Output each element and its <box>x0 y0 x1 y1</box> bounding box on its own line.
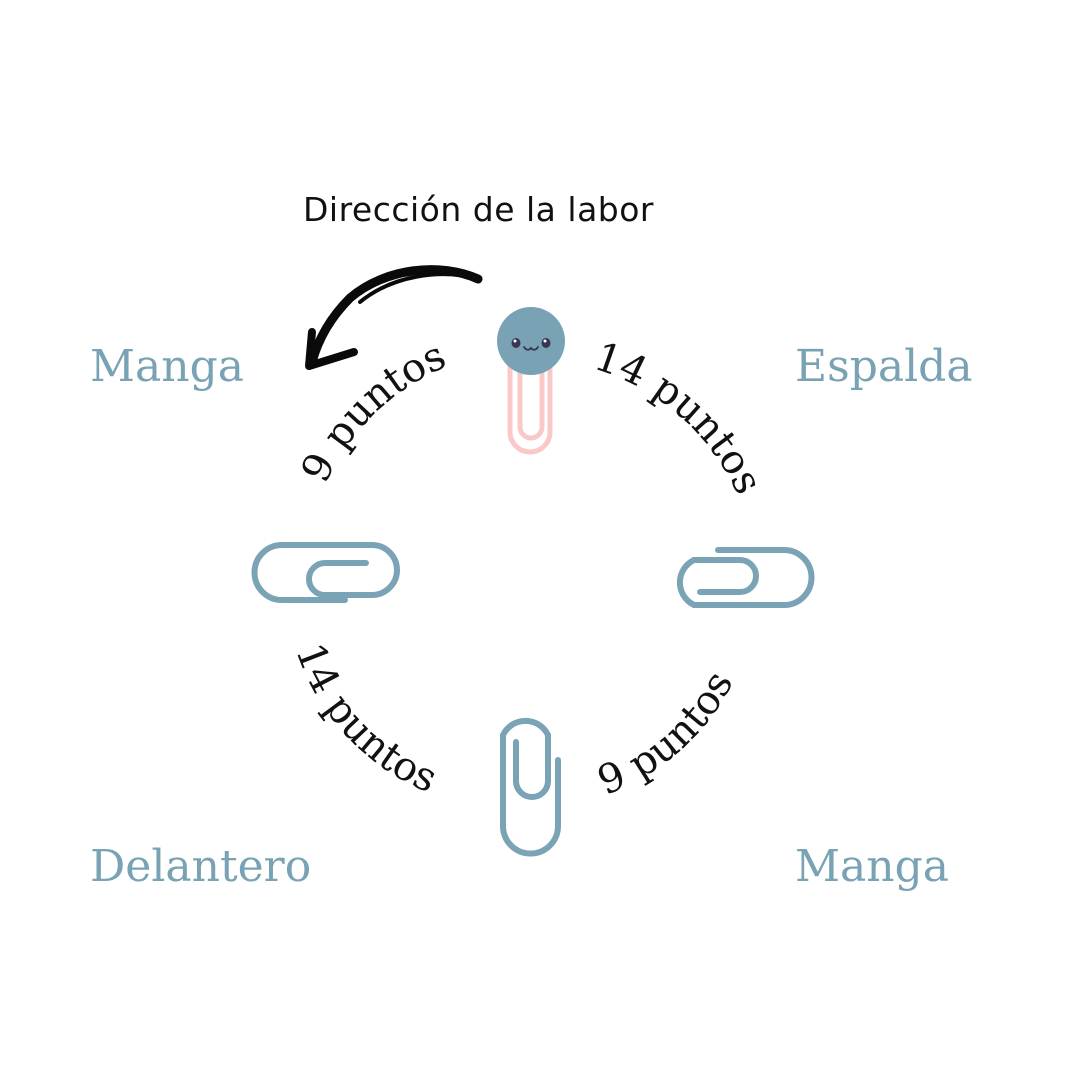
count-label-top-right: 14 puntos <box>589 334 771 502</box>
count-label-bottom-right: 9 puntos <box>591 664 742 805</box>
count-label-bottom-left: 14 puntos <box>286 637 444 802</box>
kawaii-head <box>497 307 565 375</box>
paperclip-icon-bottom <box>500 717 561 857</box>
kawaii-face-icon <box>511 338 551 351</box>
kawaii-paperclip-marker-icon <box>497 307 565 455</box>
paperclip-icon-left <box>251 542 400 603</box>
curved-arrow-icon <box>305 265 483 370</box>
count-label-bottom-left-path: 14 puntos <box>286 637 444 802</box>
section-label-bottom-right: Manga <box>795 841 949 892</box>
section-label-top-left: Manga <box>90 341 244 392</box>
direction-title: Dirección de la labor <box>303 190 654 229</box>
count-label-top-right-path: 14 puntos <box>589 334 771 502</box>
section-label-bottom-left: Delantero <box>90 841 311 892</box>
count-label-bottom-right-path: 9 puntos <box>591 664 742 805</box>
section-label-top-right: Espalda <box>795 341 973 392</box>
pink-paperclip-icon <box>507 347 553 455</box>
paperclip-icon-right <box>676 547 815 608</box>
